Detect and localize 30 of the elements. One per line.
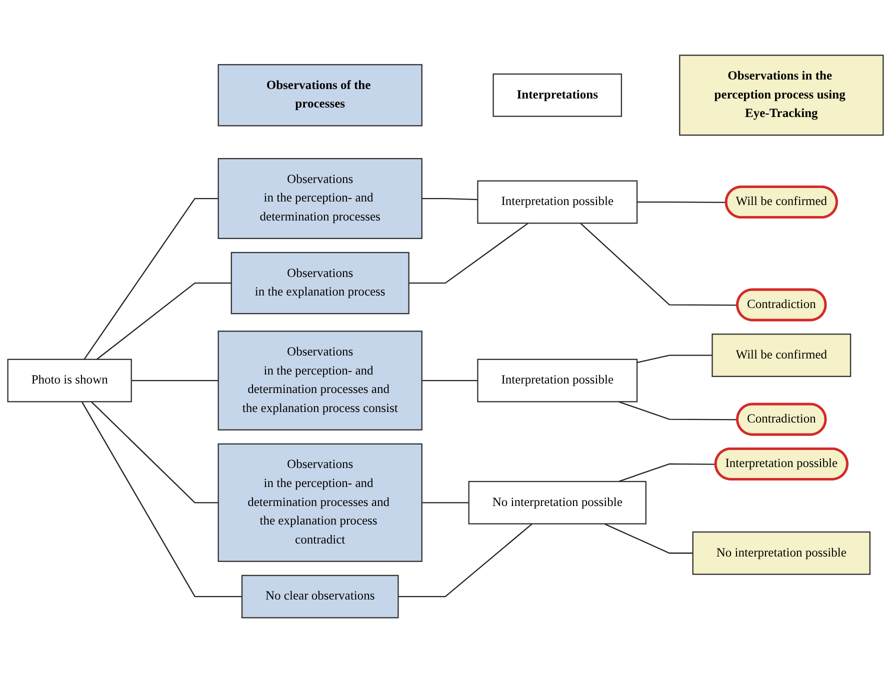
connector xyxy=(408,222,528,284)
node-box: Observations of the processes xyxy=(218,64,422,126)
node-box: Interpretations xyxy=(492,73,622,117)
connector xyxy=(580,222,738,306)
connector xyxy=(422,502,469,504)
node-box: Observations in the perception- and determination processes and the explanation process consist xyxy=(218,330,422,430)
connector xyxy=(131,380,218,382)
node-box: Interpretation possible xyxy=(477,180,638,224)
connector xyxy=(84,198,218,360)
node-box: Observations in the perception process using Eye-Tracking xyxy=(679,54,884,136)
node-box: No interpretation possible xyxy=(692,531,871,575)
connector xyxy=(618,401,738,420)
node-box: Interpretation possible xyxy=(477,358,638,402)
node-box: Observations in the perception- and determination processes and the explanation process contradict xyxy=(218,443,422,562)
node-box: Observations in the explanation process xyxy=(230,252,410,314)
connector xyxy=(637,201,726,204)
connector xyxy=(422,380,478,382)
connector xyxy=(90,401,218,504)
connector xyxy=(604,523,693,554)
node-box: Will be confirmed xyxy=(712,334,852,378)
connector xyxy=(636,354,712,364)
connector xyxy=(96,282,232,360)
node-box: No interpretation possible xyxy=(468,480,646,524)
node-box: No clear observations xyxy=(241,574,399,618)
connector xyxy=(618,463,716,482)
connector xyxy=(398,523,533,598)
node-box: Photo is shown xyxy=(7,358,132,402)
connector xyxy=(81,401,242,598)
node-box: Observations in the perception- and determination processes xyxy=(218,158,422,240)
connector xyxy=(422,198,478,200)
